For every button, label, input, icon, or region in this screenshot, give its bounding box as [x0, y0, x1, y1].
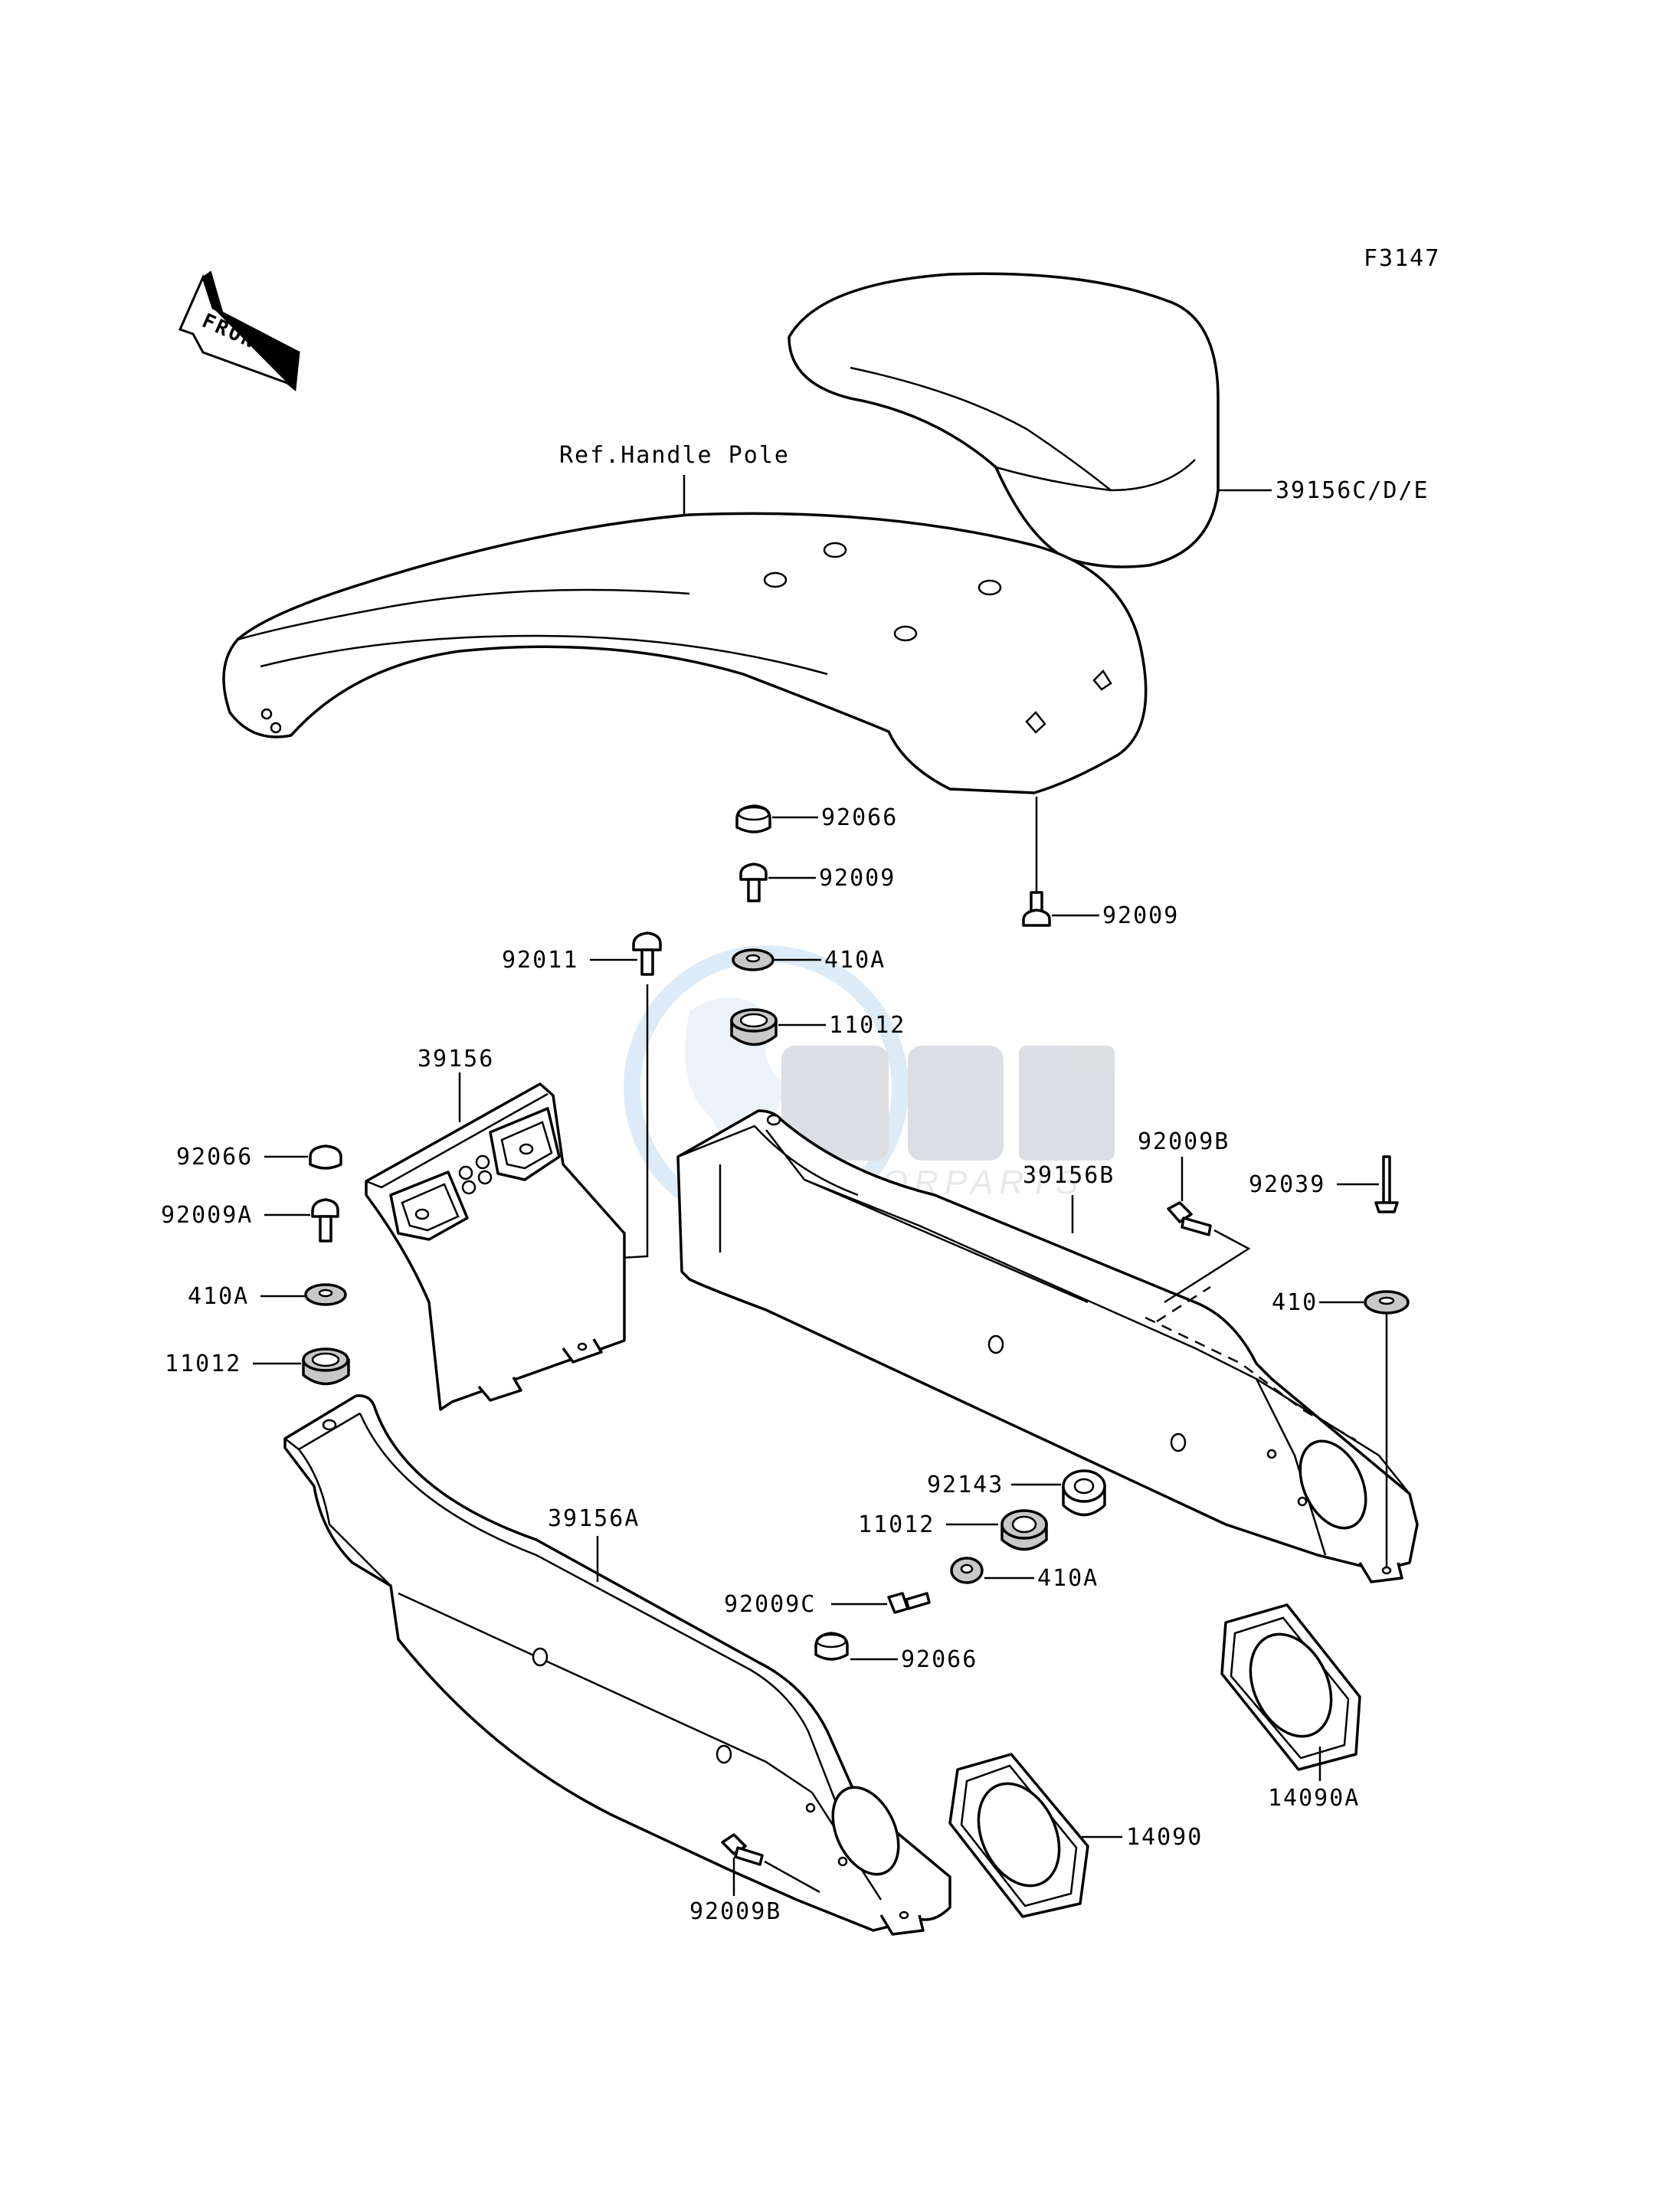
spacer-label: 92143 — [927, 1472, 1004, 1498]
washer-mid-part — [950, 1557, 984, 1584]
left-rail-label: 39156A — [548, 1505, 640, 1532]
left-rail-part — [283, 1394, 951, 1936]
collar-mid-label: 11012 — [858, 1511, 935, 1538]
front-bracket-label: 39156 — [418, 1046, 494, 1072]
bolt-right-label: 92009 — [1102, 902, 1179, 929]
bolt-right-rail-part — [1167, 1201, 1212, 1236]
grommet-top-label: 92066 — [821, 804, 898, 831]
bolt-mid-label: 92009C — [724, 1591, 816, 1618]
pad-left-label: 14090 — [1126, 1824, 1203, 1851]
right-rail-label: 39156B — [1023, 1162, 1115, 1189]
washer-mid-label: 410A — [1037, 1565, 1099, 1592]
cap-left-part — [309, 1144, 342, 1170]
front-bracket-part — [365, 1082, 626, 1411]
washer-right-part — [1364, 1290, 1410, 1315]
washer-left-label: 410A — [188, 1283, 249, 1310]
pad-right-label: 14090A — [1268, 1785, 1360, 1812]
bolt-92011-part — [632, 932, 662, 976]
collar-top-part — [730, 1008, 778, 1046]
pad-right-part — [1220, 1603, 1361, 1771]
seat-pad-part — [788, 272, 1220, 568]
bolt-right-part — [1022, 891, 1051, 927]
bolt-top-part — [739, 863, 768, 902]
washer-top-part — [732, 948, 775, 971]
cap-mid-label: 92066 — [901, 1646, 978, 1673]
bolt-bottom-part — [721, 1833, 764, 1866]
cap-mid-part — [814, 1632, 849, 1661]
rivet-label: 92039 — [1249, 1171, 1325, 1198]
bolt-92011-label: 92011 — [502, 947, 578, 974]
seat-pad-label: 39156C/D/E — [1276, 477, 1429, 504]
collar-top-label: 11012 — [829, 1012, 905, 1039]
spacer-part — [1062, 1469, 1106, 1517]
bolt-right-rail-label: 92009B — [1138, 1128, 1230, 1155]
washer-right-label: 410 — [1272, 1289, 1318, 1316]
collar-mid-part — [1000, 1509, 1048, 1551]
cap-left-label: 92066 — [176, 1144, 253, 1171]
bolt-mid-part — [887, 1592, 931, 1614]
handle-pole-shroud — [222, 512, 1148, 794]
front-arrow-icon: FRONT — [178, 270, 300, 391]
bolt-left-part — [311, 1198, 339, 1243]
collar-left-part — [302, 1347, 350, 1386]
bolt-bottom-label: 92009B — [689, 1898, 781, 1925]
collar-left-label: 11012 — [165, 1351, 241, 1377]
bolt-top-label: 92009 — [819, 865, 896, 892]
reference-note: Ref.Handle Pole — [559, 442, 790, 469]
rivet-part — [1374, 1155, 1399, 1213]
pad-left-part — [948, 1753, 1089, 1918]
right-rail-part — [676, 1109, 1419, 1583]
figure-code: F3147 — [1364, 245, 1440, 272]
washer-top-label: 410A — [824, 947, 886, 974]
grommet-top-part — [735, 804, 771, 833]
washer-left-part — [304, 1283, 347, 1306]
bolt-left-label: 92009A — [161, 1202, 253, 1229]
